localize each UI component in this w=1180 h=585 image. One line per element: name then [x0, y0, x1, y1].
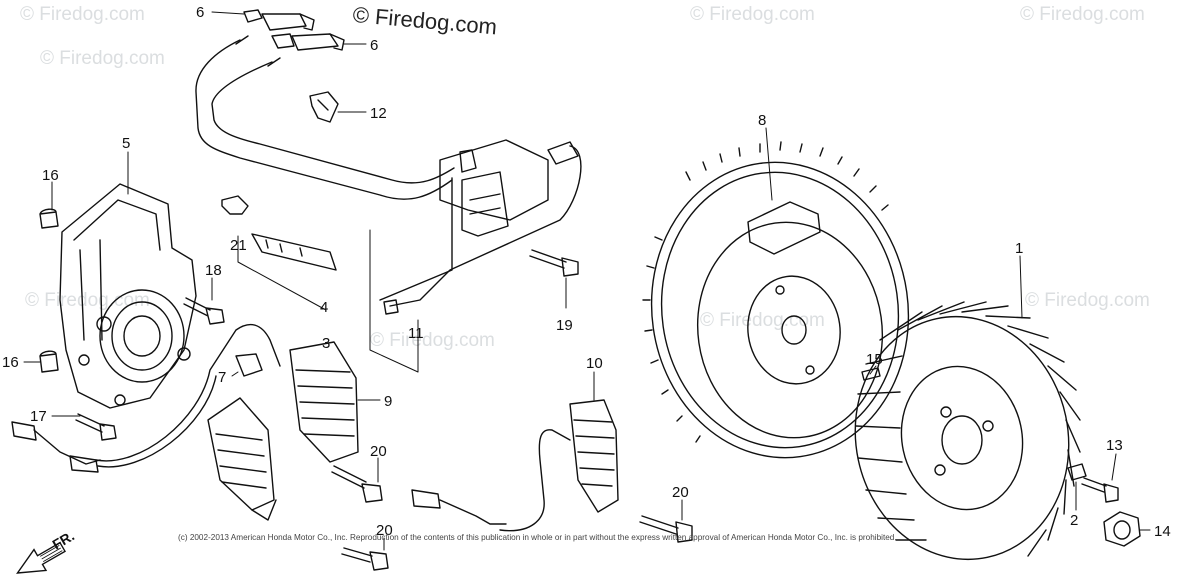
exciter-coil — [499, 399, 619, 532]
stator-base-bracket — [59, 183, 197, 409]
flywheel — [642, 141, 910, 459]
callout-20-b: 20 — [376, 522, 393, 539]
bolt-20a — [331, 465, 383, 503]
callout-4: 4 — [320, 299, 328, 316]
callout-11: 11 — [408, 325, 424, 342]
callout-15: 15 — [866, 351, 883, 368]
callout-5: 5 — [122, 135, 130, 152]
callout-3: 3 — [322, 335, 330, 352]
watermark: © Firedog.com — [690, 4, 815, 25]
watermark: © Firedog.com — [700, 310, 825, 331]
callout-16-lower: 16 — [2, 354, 19, 371]
bolt-19 — [529, 249, 579, 277]
igniter-plate — [251, 233, 337, 271]
flange-nut — [1103, 511, 1141, 547]
cooling-fan — [854, 301, 1081, 561]
callout-6-lower: 6 — [370, 37, 378, 54]
bolt-17 — [75, 413, 117, 441]
clamp — [309, 91, 339, 123]
callout-6-upper: 6 — [196, 4, 204, 21]
connector-left — [69, 455, 99, 473]
watermark: © Firedog.com — [40, 48, 165, 69]
callout-16-upper: 16 — [42, 167, 59, 184]
ignition-lead-upper — [195, 39, 453, 200]
callout-8: 8 — [758, 112, 766, 129]
watermark: © Firedog.com — [20, 4, 145, 25]
clamp-small — [221, 195, 249, 215]
callout-18: 18 — [205, 262, 222, 279]
callout-17: 17 — [30, 408, 47, 425]
watermark: © Firedog.com — [1020, 4, 1145, 25]
callout-13: 13 — [1106, 437, 1123, 454]
watermark: © Firedog.com — [25, 290, 150, 311]
wire-harness-left — [95, 323, 281, 462]
collar-upper — [39, 208, 59, 229]
watermark: © Firedog.com — [1025, 290, 1150, 311]
charge-coil-middle — [289, 341, 359, 463]
connector-right — [411, 489, 507, 525]
key-15 — [861, 367, 881, 381]
spark-plug-cap-upper — [243, 9, 315, 31]
ignition-lead-lower — [211, 61, 455, 184]
callout-9: 9 — [384, 393, 392, 410]
callout-20-a: 20 — [370, 443, 387, 460]
washer — [1067, 463, 1087, 481]
front-direction-arrow — [16, 541, 66, 574]
watermark: © Firedog.com — [370, 330, 495, 351]
clip-7 — [235, 353, 263, 377]
bolt-20c — [639, 515, 693, 543]
bolt-18 — [183, 297, 225, 325]
copyright-notice: (c) 2002-2013 American Honda Motor Co., … — [178, 533, 897, 542]
callout-2: 2 — [1070, 512, 1078, 529]
charge-coil-left — [207, 397, 277, 521]
callout-20-c: 20 — [672, 484, 689, 501]
bolt-13 — [1081, 477, 1119, 503]
callout-7: 7 — [218, 369, 226, 386]
callout-19: 19 — [556, 317, 573, 334]
ignition-coil — [379, 139, 582, 315]
callout-1: 1 — [1015, 240, 1023, 257]
callout-21: 21 — [230, 237, 247, 254]
bolt-20b — [341, 547, 389, 571]
callout-10: 10 — [586, 355, 603, 372]
callout-14: 14 — [1154, 523, 1171, 540]
collar-lower — [39, 350, 59, 373]
spark-plug-cap-lower — [271, 33, 345, 51]
callout-12: 12 — [370, 105, 387, 122]
